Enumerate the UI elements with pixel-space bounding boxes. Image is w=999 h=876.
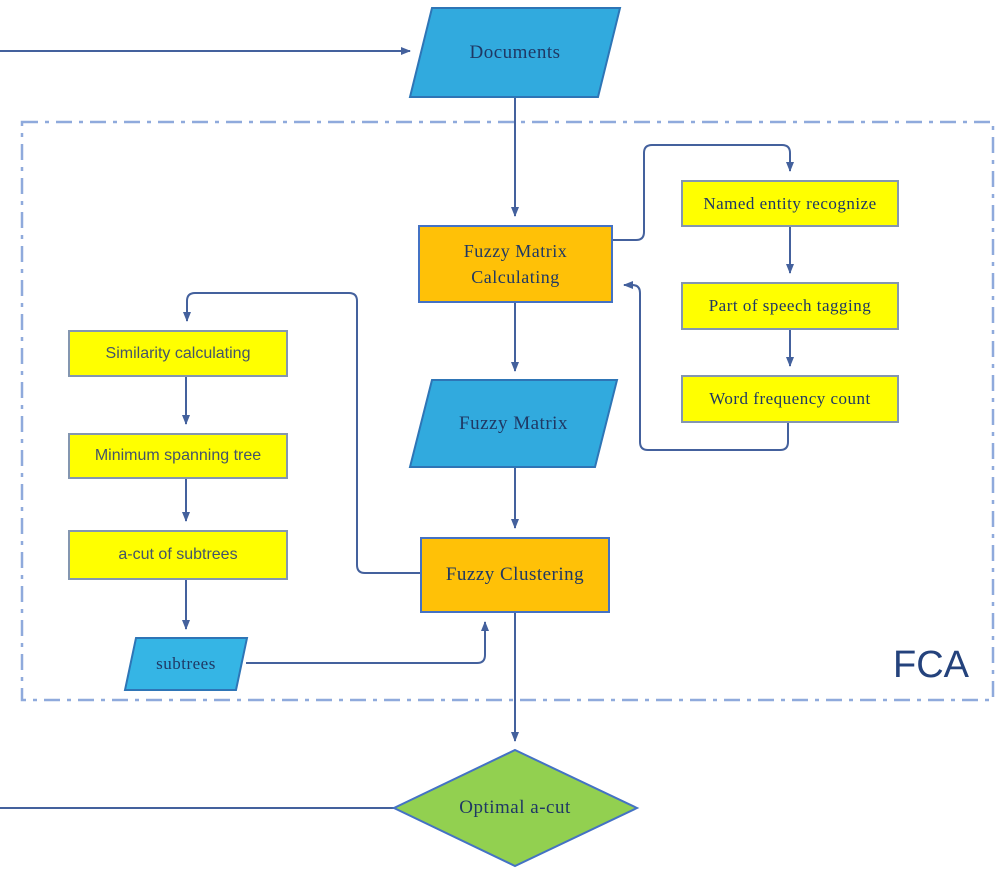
node-similarity-calculating-label: Similarity calculating — [105, 344, 251, 362]
shape-documents-parallelogram — [408, 7, 622, 98]
node-minimum-spanning-tree: Minimum spanning tree — [68, 433, 288, 479]
node-fuzzy-matrix-calculating-label: Fuzzy Matrix Calculating — [463, 240, 568, 287]
node-named-entity-recognize-label: Named entity recognize — [703, 193, 877, 213]
shape-subtrees-parallelogram — [123, 637, 249, 691]
shape-optimal-a-cut-diamond — [391, 748, 640, 868]
edge-fc-to-similarity — [183, 292, 420, 574]
connector-arrows — [0, 47, 794, 809]
node-a-cut-of-subtrees-label: a-cut of subtrees — [118, 546, 238, 563]
node-fuzzy-clustering: Fuzzy Clustering — [420, 537, 610, 613]
node-minimum-spanning-tree-label: Minimum spanning tree — [94, 447, 262, 464]
shape-fuzzy-matrix-parallelogram — [408, 379, 619, 468]
node-part-of-speech-tagging: Part of speech tagging — [681, 282, 899, 330]
node-named-entity-recognize: Named entity recognize — [681, 180, 899, 227]
node-fuzzy-matrix-calculating: Fuzzy Matrix Calculating — [418, 225, 613, 303]
fca-dashed-border — [20, 120, 995, 702]
edge-wfc-to-fmc — [623, 281, 789, 451]
node-word-frequency-count: Word frequency count — [681, 375, 899, 423]
node-word-frequency-count-label: Word frequency count — [709, 389, 871, 408]
node-similarity-calculating: Similarity calculating — [68, 330, 288, 377]
edge-subtrees-to-fc — [246, 621, 489, 664]
node-a-cut-of-subtrees: a-cut of subtrees — [68, 530, 288, 580]
node-part-of-speech-tagging-label: Part of speech tagging — [708, 296, 872, 315]
node-fuzzy-clustering-label: Fuzzy Clustering — [445, 564, 585, 586]
edge-fmc-to-ner — [613, 144, 794, 241]
